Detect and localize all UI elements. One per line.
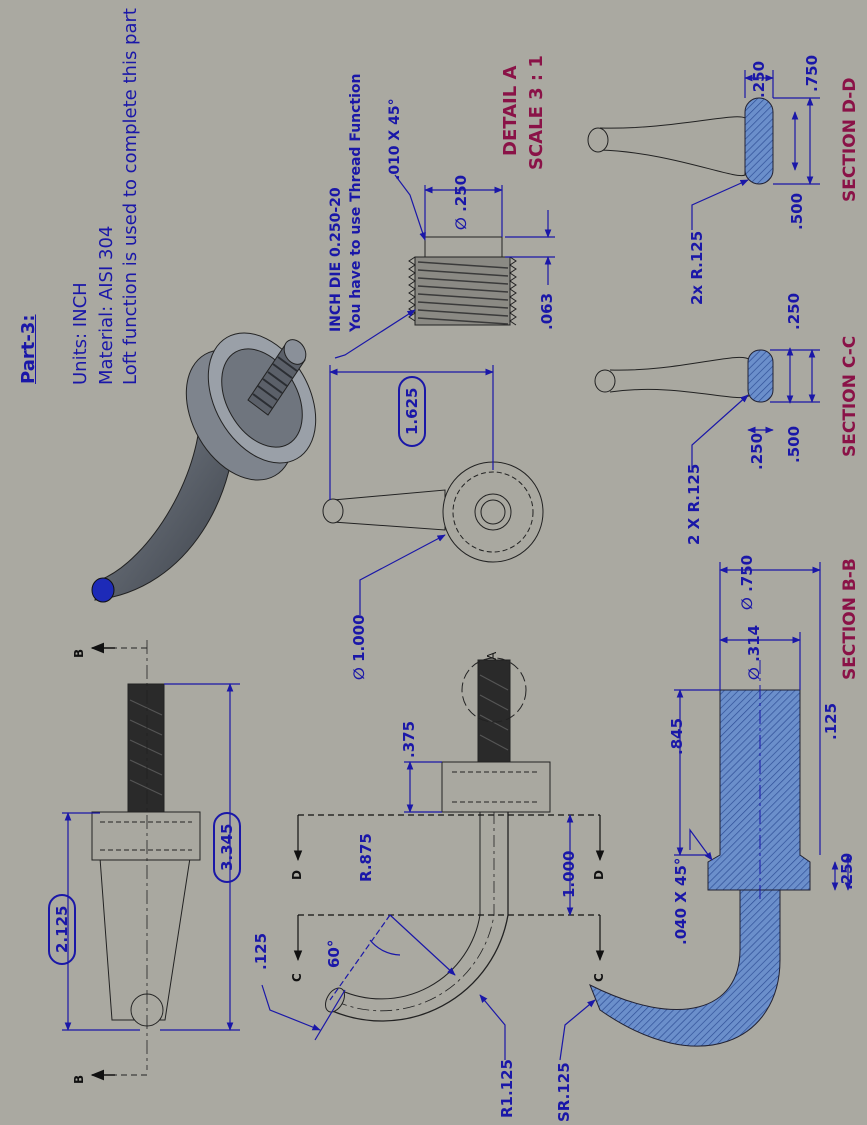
- section-d-d-title: SECTION D-D: [840, 77, 860, 202]
- top-view: [322, 461, 544, 563]
- section-d-d-dimensions: [691, 70, 820, 230]
- dim-250-b: .250: [838, 852, 856, 890]
- cut-label-b-bottom: B: [72, 1074, 86, 1084]
- cut-label-b-top: B: [72, 648, 86, 658]
- dim-sr125: SR.125: [555, 1062, 573, 1122]
- dim-845: .845: [668, 717, 686, 755]
- dim-r1125: R1.125: [498, 1059, 516, 1118]
- section-b-b-dimensions: [674, 562, 852, 891]
- section-cut-arrows-c-d: [293, 814, 605, 962]
- dim-phi750: ∅ .750: [738, 554, 756, 610]
- cut-label-c-left: C: [290, 973, 304, 982]
- dim-250-c2: .250: [785, 292, 803, 330]
- dim-2xr125-c: 2 X R.125: [685, 463, 703, 545]
- section-c-c-title: SECTION C-C: [840, 335, 860, 457]
- dim-375: .375: [400, 720, 418, 758]
- detail-a-scale: SCALE 3 : 1: [526, 55, 547, 170]
- dim-2xr125-d: 2x R.125: [688, 230, 706, 305]
- section-b-cut-arrows: [90, 642, 115, 1081]
- part-title: Part-3:: [18, 314, 39, 384]
- dim-750-d: .750: [803, 54, 821, 92]
- dim-250-c1: .250: [748, 432, 766, 470]
- front-view: [91, 640, 201, 1076]
- loft-note: Loft function is used to complete this p…: [120, 8, 141, 385]
- thread-note-line1: INCH DIE 0.250-20: [328, 187, 344, 332]
- dim-2125: 2.125: [48, 893, 76, 965]
- dim-3345: 3.345: [213, 811, 241, 883]
- dim-chamfer010: .010 X 45°: [387, 98, 403, 180]
- dim-r875: R.875: [357, 833, 375, 882]
- dim-phi250: ∅ .250: [452, 174, 470, 230]
- section-d-d-view: [587, 97, 774, 185]
- cut-label-d-right: D: [592, 870, 606, 880]
- material-note: Material: AISI 304: [96, 225, 117, 385]
- dim-1000: 1.000: [560, 850, 578, 898]
- section-b-b-title: SECTION B-B: [840, 558, 860, 680]
- dim-500-d: .500: [788, 192, 806, 230]
- detail-a-title: DETAIL A: [500, 65, 521, 156]
- units-note: Units: INCH: [70, 282, 91, 385]
- dim-250-d: .250: [750, 60, 768, 98]
- isometric-view: [91, 332, 317, 603]
- thread-note-line2: You have to use Thread Function: [348, 73, 364, 332]
- dim-063: .063: [538, 292, 556, 330]
- dim-phi314: ∅ .314: [745, 624, 763, 680]
- dim-60deg: 60°: [325, 939, 343, 968]
- dim-125-top: .125: [252, 932, 270, 970]
- cut-label-d-left: D: [290, 870, 304, 880]
- front-view-dimensions: [62, 683, 240, 1031]
- detail-a-dimensions: [334, 174, 555, 359]
- dim-chamfer040: .040 X 45°: [672, 857, 690, 945]
- top-view-dimensions: [329, 365, 494, 615]
- dim-500-c: .500: [785, 425, 803, 463]
- dim-125-b: .125: [822, 702, 840, 740]
- side-view-dimensions: [261, 761, 596, 1061]
- section-b-b-view: [589, 660, 811, 1047]
- side-view: [324, 657, 551, 1022]
- section-c-c-view: [594, 349, 774, 403]
- dim-phi1000: ∅ 1.000: [350, 614, 368, 680]
- dim-1625: 1.625: [398, 375, 426, 447]
- section-c-c-dimensions: [691, 347, 820, 470]
- detail-a-callout: A: [485, 651, 499, 660]
- detail-a-view: [408, 236, 517, 326]
- cut-label-c-right: C: [592, 973, 606, 982]
